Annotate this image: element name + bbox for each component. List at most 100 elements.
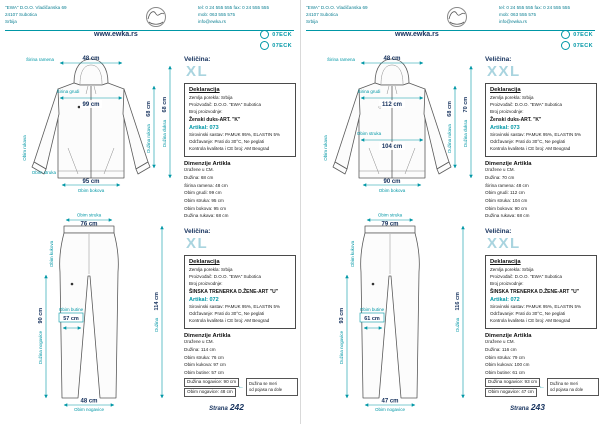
declaration-line: Proizvođač: D.O.O. "EWA" Subotica — [490, 101, 563, 107]
pants-dimensions: Obim struka 79 cm Obim kukova Obim butin… — [330, 213, 465, 412]
hip-logo-mark — [371, 282, 375, 286]
note-line: Dužina se meri — [249, 381, 277, 387]
declaration-line: Sirovinski sastav: PAMUK 95%, ELASTIN 5% — [490, 304, 581, 310]
declaration-line: Zemlja porekla: Srbija — [490, 267, 534, 272]
company-logo — [145, 7, 166, 27]
dimension-row: Obim nogavice: 47 cm — [485, 388, 537, 397]
contact-line: mob: 063 555 575 — [499, 11, 537, 17]
outseam-value: 116 cm — [455, 292, 461, 310]
dimension-row: Dužina rukava: 68 cm — [184, 213, 229, 219]
body-length-dim: Dužina duksa 70 cm — [454, 97, 471, 147]
size-label: Veličina: — [485, 56, 512, 63]
note-arrow-icon: ← — [539, 384, 545, 391]
dimension-row: Obim kukova: 97 cm — [184, 362, 226, 368]
waist-girth-value: 104 cm — [382, 144, 402, 150]
dimensions-subtitle: Izražene u CM. — [184, 167, 214, 173]
waist-label: Obim struka — [77, 213, 102, 218]
note-box: ← Dužina se meri od pojasa na dole — [539, 378, 599, 397]
stamp-label: 07ECK — [272, 42, 292, 49]
stamp-row: 07ECK — [260, 41, 292, 50]
stamp-area: 07ECK 07ECK — [561, 30, 593, 52]
size-value: XXL — [487, 235, 521, 252]
dimension-row: Obim butine: 61 cm — [485, 370, 525, 376]
dimensions-subtitle: Izražene u CM. — [485, 167, 515, 173]
dimension-row: Obim nogavice: 48 cm — [184, 388, 236, 397]
dimension-row: Širina ramena: 48 cm — [184, 182, 228, 188]
leg-hem-value: 48 cm — [80, 399, 97, 405]
address-line: Srbija — [5, 18, 17, 24]
page-header: "EWA" D.O.O. Vladičanska 69 24107 Suboti… — [5, 5, 294, 31]
article-number: Artikal: 072 — [189, 296, 219, 303]
declaration-box: Deklaracija Zemlja porekla: Srbija Proiz… — [184, 255, 296, 330]
chest-width-label: Širina grudi — [57, 88, 80, 94]
declaration-line: Održavanje: Prati do 30°C, Ne peglati — [490, 311, 566, 317]
dimension-row: Dužina nogavice: 93 cm — [485, 378, 541, 387]
product-name: Ženski duks-ART. "K" — [189, 117, 241, 124]
cuff-girth-label: Obim rukava — [22, 135, 27, 161]
dimension-row: Dužina nogavice: 90 cm — [184, 378, 240, 387]
size-value: XXL — [487, 63, 521, 80]
declaration-line: Kontrola kvaliteta i CE broj: AM Beograd — [490, 318, 571, 324]
declaration-line: Kontrola kvaliteta i CE broj: AM Beograd — [189, 146, 270, 152]
declaration-title: Deklaracija — [189, 87, 220, 93]
declaration-title: Deklaracija — [189, 259, 220, 265]
footer-label: Strana — [209, 406, 228, 412]
cuff-girth-label: Obim rukava — [323, 135, 328, 161]
leg-hem-value: 47 cm — [381, 399, 398, 405]
jacket-outline — [31, 58, 151, 179]
dimension-row: Dužina: 68 cm — [184, 175, 214, 181]
page-number: 242 — [229, 402, 244, 412]
thigh-value: 61 cm — [364, 316, 380, 322]
leg-hem-label: Obim nogavice — [375, 407, 406, 412]
chest-width-value: 99 cm — [82, 102, 99, 108]
declaration-line: Sirovinski sastav: PAMUK 95%, ELASTIN 5% — [490, 132, 581, 138]
chest-logo-mark — [77, 105, 81, 109]
jacket-info-panel: Veličina: XXL Deklaracija Zemlja porekla… — [485, 56, 597, 220]
shoulder-width-label: Širina ramena — [327, 56, 356, 62]
dimensions-list: Dimenzije Artikla Izražene u CM. Dužina:… — [184, 333, 298, 397]
note-box: ← Dužina se meri od pojasa na dole — [238, 378, 298, 397]
body-length-label: Dužina duksa — [463, 119, 468, 147]
body-length-value: 68 cm — [162, 97, 168, 113]
chest-width-value: 112 cm — [382, 102, 402, 108]
size-value: XL — [186, 235, 209, 252]
dimensions-list: Dimenzije Artikla Izražene u CM. Dužina:… — [184, 161, 296, 219]
jacket-technical-drawing: Širina ramena 48 cm Širina grudi 112 cm … — [323, 56, 473, 193]
address-line: "EWA" D.O.O. Vladičanska 69 — [5, 5, 67, 10]
hip-logo-mark — [70, 282, 74, 286]
pants-technical-drawing: Obim struka 79 cm Obim kukova Obim butin… — [330, 213, 465, 412]
note-line: od pojasa na dole — [550, 387, 584, 393]
stamp-circle-icon — [260, 41, 270, 50]
pants-info-panel: Veličina: XL Deklaracija Zemlja porekla:… — [184, 228, 298, 397]
stamp-label: 07ECK — [573, 42, 593, 49]
declaration-line: Sirovinski sastav: PAMUK 95%, ELASTIN 5% — [189, 304, 280, 310]
dimension-row: Obim bokova: 90 cm — [485, 205, 528, 211]
article-number: Artikal: 072 — [490, 296, 520, 303]
hem-girth-value: 95 cm — [82, 179, 99, 185]
page-left: "EWA" D.O.O. Vladičanska 69 24107 Suboti… — [5, 5, 298, 412]
inseam-dim: Dužina nogavice 93 cm — [330, 308, 347, 364]
size-label: Veličina: — [184, 56, 211, 63]
pants-info-panel: Veličina: XXL Deklaracija Zemlja porekla… — [485, 228, 599, 397]
note-arrow-icon: ← — [238, 384, 244, 391]
dimension-row: Obim struka: 95 cm — [184, 198, 224, 204]
declaration-line: Proizvođač: D.O.O. "EWA" Subotica — [189, 101, 262, 107]
inseam-label: Dužina nogavice — [339, 330, 344, 364]
website-text: www.ewka.rs — [94, 31, 138, 38]
outseam-dim: Dužina 116 cm — [446, 292, 463, 332]
pants-dimensions: Obim struka 76 cm Obim kukova Obim butin… — [29, 213, 164, 412]
declaration-box: Deklaracija Zemlja porekla: Srbija Proiz… — [184, 83, 296, 158]
waist-girth-label: Obim struka — [32, 170, 57, 175]
declaration-line: Održavanje: Prati do 30°C, Ne peglati — [490, 139, 566, 145]
declaration-line: Sirovinski sastav: PAMUK 95%, ELASTIN 5% — [189, 132, 280, 138]
dimension-row: Dužina: 116 cm — [485, 347, 517, 353]
address-line: 24107 Subotica — [306, 11, 338, 17]
header-contact: tel: 0 24 555 555 fax: 0 24 555 555 mob:… — [198, 5, 294, 26]
stamp-circle-icon — [561, 30, 571, 39]
stamp-row: 07ECK — [561, 41, 593, 50]
inseam-dim: Dužina nogavice 90 cm — [29, 308, 46, 364]
declaration-box: Deklaracija Zemlja porekla: Srbija Proiz… — [485, 255, 597, 330]
dimension-row: Obim struka: 79 cm — [485, 354, 525, 360]
pants-outline — [59, 225, 119, 399]
